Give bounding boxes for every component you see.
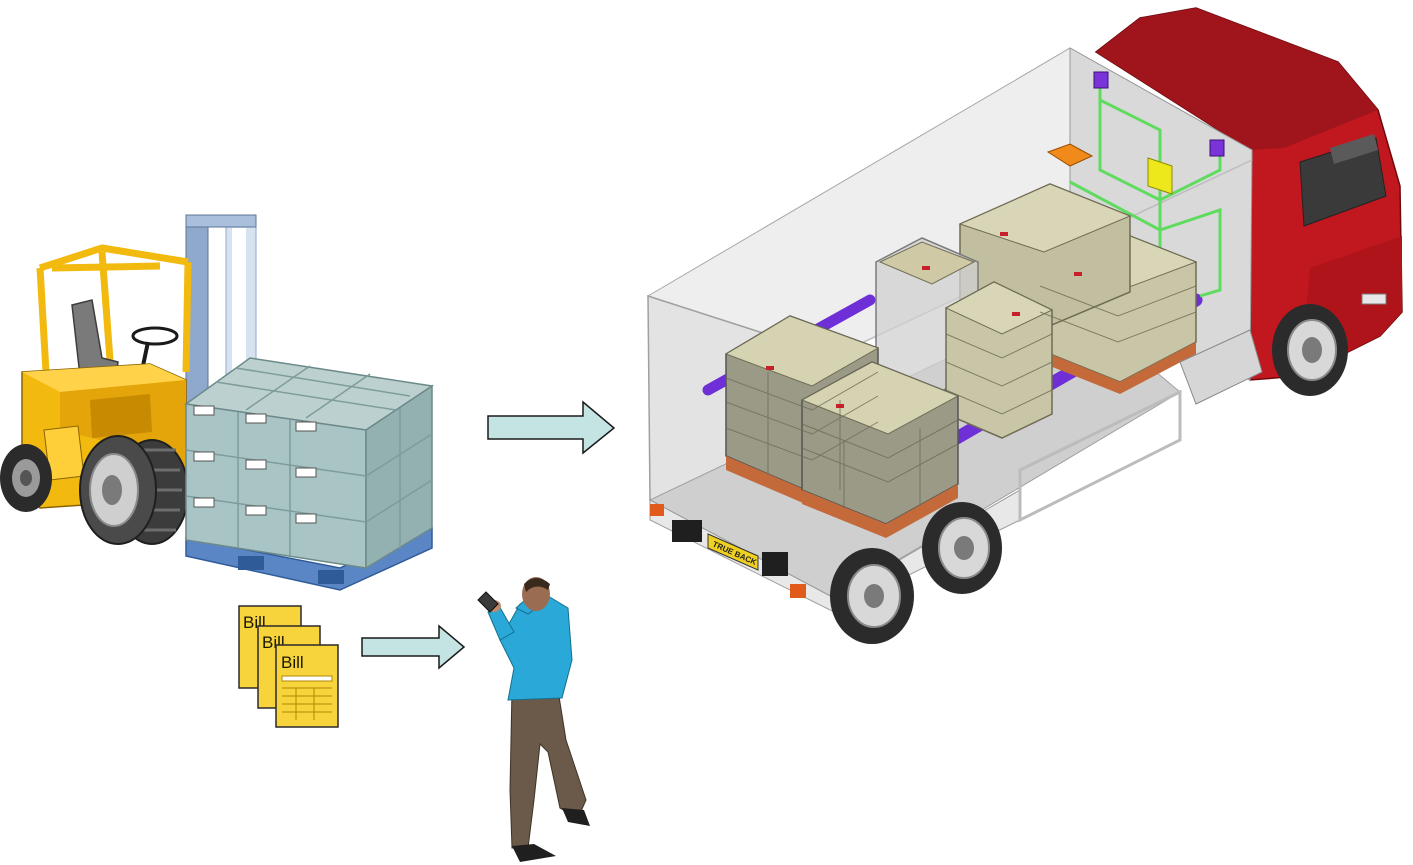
worker-shirt (499, 595, 573, 701)
truck-tail-light (650, 504, 664, 516)
arrow-bills-to-worker (361, 624, 466, 670)
forklift-rear-wheel (0, 444, 52, 512)
forklift-front-wheel (79, 435, 189, 545)
forklift-pallet (185, 526, 433, 591)
carton-barcode-labels (193, 405, 317, 524)
truck-cargo-pallets (724, 183, 1198, 538)
rfid-antenna-icon (1209, 139, 1225, 157)
bill-label: Bill (281, 653, 304, 672)
worker-with-scanner (477, 577, 590, 862)
truck-tail-light (790, 584, 806, 598)
rfid-controller-icon (1046, 143, 1094, 167)
worker-shoe (512, 844, 556, 862)
worker-shoe (562, 808, 590, 826)
arrow-pallet-to-truck (487, 400, 616, 455)
forklift-pallet-load (184, 357, 435, 591)
forklift-steering-wheel (131, 326, 179, 346)
truck: TRUE BACK (646, 7, 1403, 644)
forklift-overhead-guard (36, 244, 192, 373)
truck-rear-wheel (922, 502, 1002, 594)
truck-rear-wheel (830, 548, 914, 644)
forklift (0, 214, 257, 545)
bill-document: Bill (275, 644, 339, 728)
handheld-scanner-icon (477, 591, 499, 613)
bills-stack: Bill Bill Bill (238, 605, 339, 728)
truck-rfid-wiring (1069, 80, 1222, 298)
truck-front-wheel (1272, 304, 1348, 396)
truck-fuel-tank (1179, 329, 1263, 405)
truck-headlight (1361, 293, 1387, 305)
rfid-reader-icon (1147, 157, 1173, 195)
rfid-antenna-icon (1093, 71, 1109, 89)
worker-trousers (509, 689, 587, 849)
